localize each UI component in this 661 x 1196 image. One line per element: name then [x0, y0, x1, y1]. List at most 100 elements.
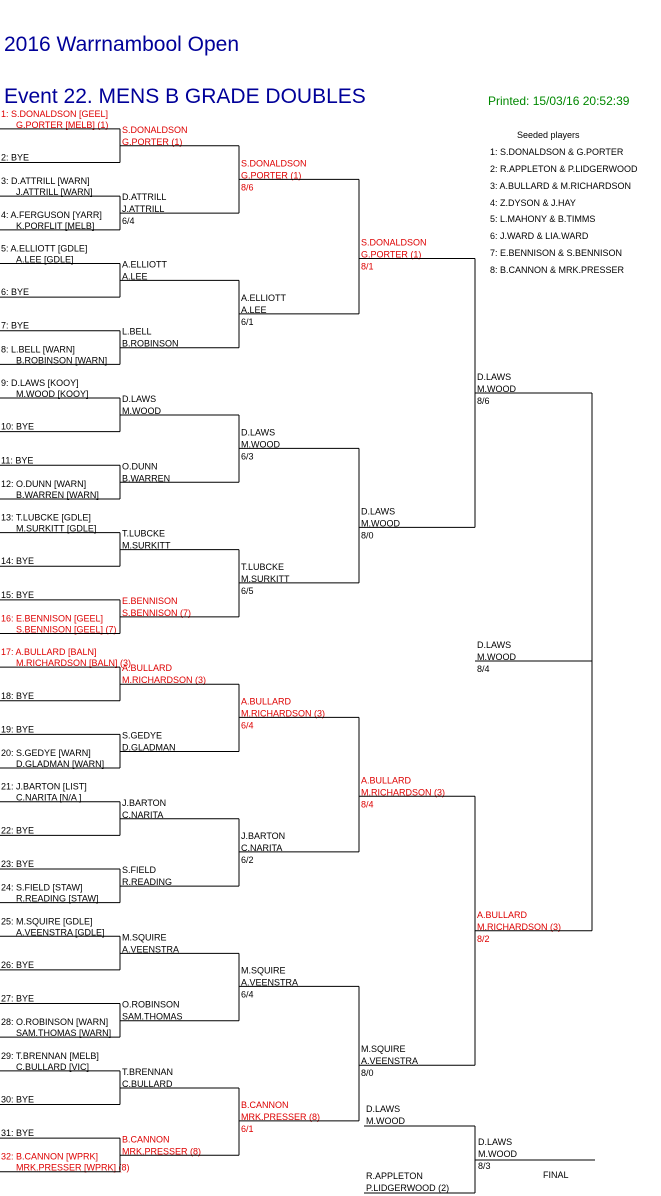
- round3-winner-name: D.LAWS: [361, 506, 395, 516]
- draw-entry-name: 8: L.BELL [WARN]: [1, 344, 75, 354]
- final-bottom-name: R.APPLETON: [366, 1171, 423, 1181]
- seed-row: 7: E.BENNISON & S.BENNISON: [490, 248, 623, 258]
- draw-entry-partner: M.WOOD [KOOY]: [16, 389, 89, 399]
- round1-winner-partner: R.READING: [122, 877, 172, 887]
- round2-score: 8/6: [241, 182, 254, 192]
- round2-winner-name: A.BULLARD: [241, 696, 292, 706]
- round1-winner-partner: MRK.PRESSER (8): [122, 1146, 201, 1156]
- round1-winner-partner: B.WARREN: [122, 473, 170, 483]
- round2-score: 6/4: [241, 989, 254, 999]
- draw-entry-name: 19: BYE: [1, 724, 34, 734]
- draw-entry-name: 9: D.LAWS [KOOY]: [1, 378, 79, 388]
- round2-winner-partner: M.RICHARDSON (3): [241, 708, 325, 718]
- seed-row: 6: J.WARD & LIA.WARD: [490, 231, 589, 241]
- round1-score: 6/4: [122, 216, 135, 226]
- draw-entry-name: 13: T.LUBCKE [GDLE]: [1, 513, 91, 523]
- draw-entry-name: 3: D.ATTRILL [WARN]: [1, 176, 90, 186]
- draw-entry-partner: A.LEE [GDLE]: [16, 254, 74, 264]
- draw-entry-partner: M.RICHARDSON [BALN] (3): [16, 658, 131, 668]
- round2-winner-partner: M.WOOD: [241, 439, 280, 449]
- draw-entry-partner: B.WARREN [WARN]: [16, 490, 99, 500]
- round3-score: 8/0: [361, 1068, 374, 1078]
- round3-winner-partner: G.PORTER (1): [361, 250, 421, 260]
- draw-entry-name: 25: M.SQUIRE [GDLE]: [1, 916, 93, 926]
- round1-winner-name: T.LUBCKE: [122, 529, 165, 539]
- draw-entry-name: 14: BYE: [1, 556, 34, 566]
- draw-entry-name: 5: A.ELLIOTT [GDLE]: [1, 243, 87, 253]
- final-top-partner: M.WOOD: [366, 1116, 405, 1126]
- round1-winner-partner: M.WOOD: [122, 406, 161, 416]
- round4-winner-partner: M.WOOD: [477, 384, 516, 394]
- round2-winner-partner: A.LEE: [241, 305, 267, 315]
- round1-winner-name: E.BENNISON: [122, 596, 178, 606]
- draw-entry-name: 21: J.BARTON [LIST]: [1, 782, 87, 792]
- round2-winner-name: A.ELLIOTT: [241, 293, 287, 303]
- draw-entry-name: 12: O.DUNN [WARN]: [1, 479, 86, 489]
- seed-row: 5: L.MAHONY & B.TIMMS: [490, 214, 596, 224]
- round4-winner-name: A.BULLARD: [477, 910, 528, 920]
- round2-score: 6/5: [241, 586, 254, 596]
- round3-winner-name: S.DONALDSON: [361, 238, 427, 248]
- round1-winner-partner: S.BENNISON (7): [122, 608, 191, 618]
- seed-row: 3: A.BULLARD & M.RICHARDSON: [490, 181, 632, 191]
- round2-score: 6/1: [241, 317, 254, 327]
- draw-entry-name: 27: BYE: [1, 994, 34, 1004]
- draw-entry-name: 10: BYE: [1, 422, 34, 432]
- draw-entry-name: 15: BYE: [1, 590, 34, 600]
- draw-entry-partner: D.GLADMAN [WARN]: [16, 759, 104, 769]
- round1-winner-partner: B.ROBINSON: [122, 339, 179, 349]
- round1-winner-name: S.GEDYE: [122, 731, 162, 741]
- draw-entry-partner: S.BENNISON [GEEL] (7): [16, 625, 117, 635]
- draw-entry-name: 29: T.BRENNAN [MELB]: [1, 1051, 99, 1061]
- final-winner-score: 8/3: [478, 1161, 491, 1171]
- round1-winner-name: O.ROBINSON: [122, 1000, 180, 1010]
- draw-entry-name: 16: E.BENNISON [GEEL]: [1, 614, 103, 624]
- round2-winner-name: D.LAWS: [241, 427, 275, 437]
- round3-winner-name: A.BULLARD: [361, 775, 412, 785]
- round1-winner-name: T.BRENNAN: [122, 1067, 173, 1077]
- round1-winner-partner: M.SURKITT: [122, 541, 171, 551]
- seed-row: 8: B.CANNON & MRK.PRESSER: [490, 265, 625, 275]
- round2-score: 6/1: [241, 1124, 254, 1134]
- final-top-name: D.LAWS: [366, 1104, 400, 1114]
- round1-winner-partner: J.ATTRILL: [122, 204, 164, 214]
- draw-entry-name: 11: BYE: [1, 455, 33, 465]
- draw-entry-name: 20: S.GEDYE [WARN]: [1, 748, 91, 758]
- draw-entry-partner: C.BULLARD [VIC]: [16, 1062, 89, 1072]
- final-label: FINAL: [543, 1170, 569, 1180]
- final-winner-name: D.LAWS: [478, 1137, 512, 1147]
- round1-winner-name: J.BARTON: [122, 798, 166, 808]
- draw-entry-name: 31: BYE: [1, 1128, 34, 1138]
- round4-score: 8/6: [477, 396, 490, 406]
- round3-winner-name: M.SQUIRE: [361, 1044, 406, 1054]
- round3-score: 8/0: [361, 530, 374, 540]
- draw-entry-name: 4: A.FERGUSON [YARR]: [1, 210, 102, 220]
- draw-entry-name: 18: BYE: [1, 691, 34, 701]
- round3-score: 8/4: [361, 799, 374, 809]
- round1-winner-partner: G.PORTER (1): [122, 137, 182, 147]
- round4-score: 8/2: [477, 934, 490, 944]
- round1-winner-name: A.ELLIOTT: [122, 259, 168, 269]
- round1-winner-name: L.BELL: [122, 327, 152, 337]
- round2-score: 6/3: [241, 451, 254, 461]
- round4-winner-name: D.LAWS: [477, 372, 511, 382]
- draw-entry-partner: A.VEENSTRA [GDLE]: [16, 927, 105, 937]
- round1-winner-partner: C.BULLARD: [122, 1079, 173, 1089]
- final-bottom-partner: P.LIDGERWOOD (2): [366, 1183, 449, 1193]
- draw-entry-name: 30: BYE: [1, 1094, 34, 1104]
- round2-score: 6/2: [241, 855, 254, 865]
- event-title: Event 22. MENS B GRADE DOUBLES: [4, 85, 366, 108]
- round3-winner-partner: M.RICHARDSON (3): [361, 787, 445, 797]
- draw-entry-name: 24: S.FIELD [STAW]: [1, 883, 83, 893]
- round1-winner-name: A.BULLARD: [122, 663, 173, 673]
- round1-winner-name: D.ATTRILL: [122, 192, 166, 202]
- draw-entry-partner: G.PORTER [MELB] (1): [16, 120, 108, 130]
- round4-winner-partner: M.RICHARDSON (3): [477, 922, 561, 932]
- tournament-title: 2016 Warrnambool Open: [4, 33, 240, 56]
- round3-winner-partner: M.WOOD: [361, 518, 400, 528]
- draw-entry-partner: J.ATTRILL [WARN]: [16, 187, 93, 197]
- draw-entry-partner: K.PORFLIT [MELB]: [16, 221, 94, 231]
- round2-winner-name: B.CANNON: [241, 1100, 289, 1110]
- round5-winner-name: D.LAWS: [477, 640, 511, 650]
- draw-entry-name: 32: B.CANNON [WPRK]: [1, 1152, 98, 1162]
